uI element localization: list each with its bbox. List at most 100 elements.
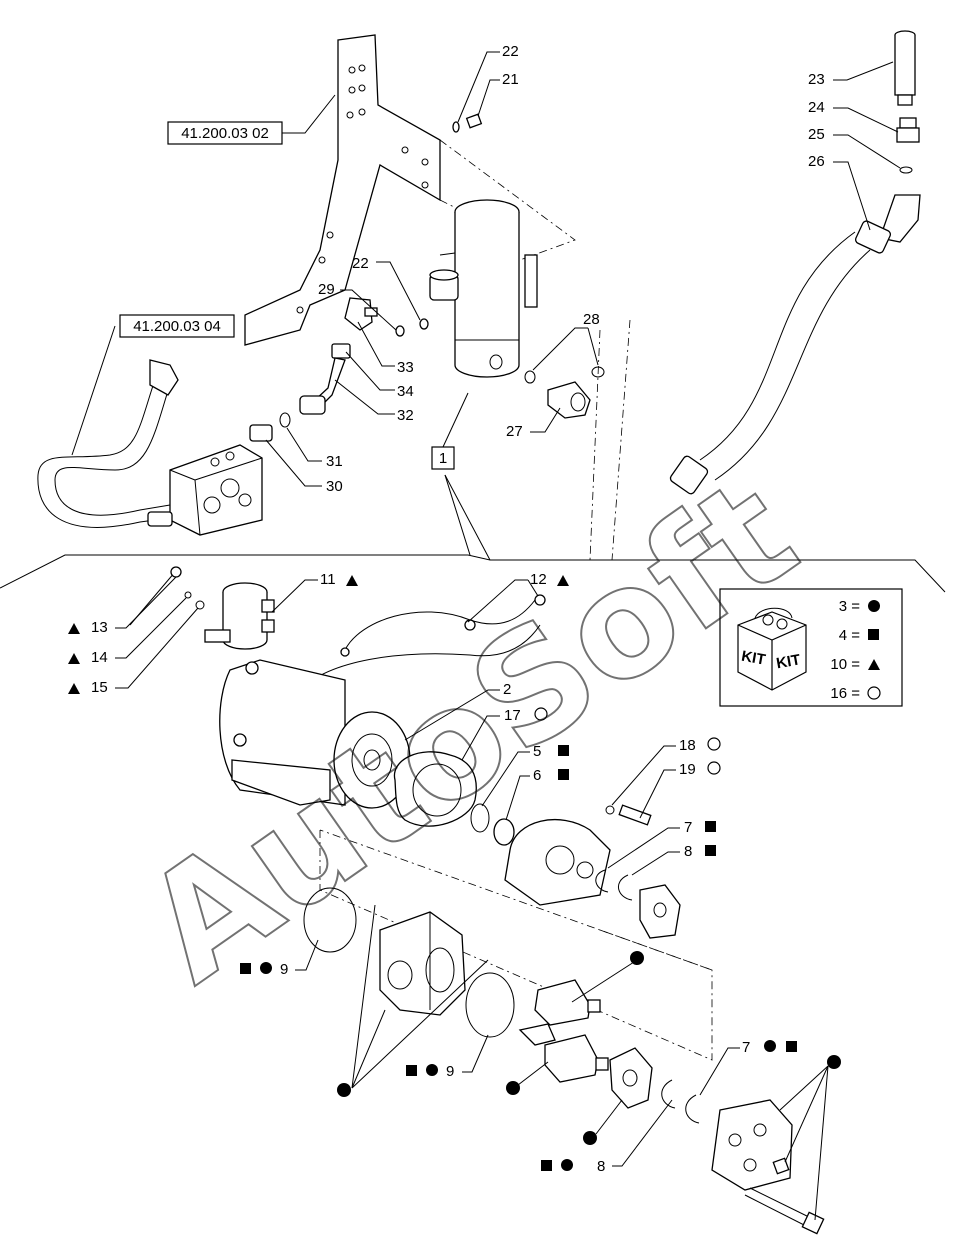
label-5: 5 (533, 743, 541, 760)
snap-ring-5 (470, 803, 490, 833)
elbow-fitting-29 (344, 297, 378, 331)
square-symbol (558, 745, 569, 756)
square-symbol (406, 1065, 417, 1076)
label-6: 6 (533, 767, 541, 784)
label-2: 2 (503, 681, 511, 698)
ref-label: 41.200.03 04 (133, 318, 221, 335)
washer-22b (419, 318, 429, 330)
ref-box-41-200-03-04: 41.200.03 04 (71, 314, 235, 456)
bolt-19 (618, 804, 652, 826)
triangle-symbol (868, 659, 880, 670)
kit-word-left: KIT (740, 648, 767, 669)
kit-row-text: 3 = (839, 598, 861, 615)
square-symbol (868, 629, 879, 640)
starter-solenoid-11 (204, 582, 275, 650)
washer-plate (772, 1157, 790, 1175)
square-symbol (541, 1160, 552, 1171)
pipe-32 (299, 343, 351, 415)
label-29: 29 (318, 281, 335, 298)
ref-box-1: 1 (431, 392, 469, 470)
hydraulic-accumulator (429, 199, 538, 378)
label-8-bottom: 8 (597, 1158, 605, 1175)
circle-symbol (868, 600, 880, 612)
circle-open-symbol (534, 707, 548, 721)
label-8-top: 8 (684, 843, 692, 860)
pump-rear-cover (711, 1099, 793, 1191)
label-11: 11 (320, 571, 336, 588)
drive-gear-upper (534, 979, 601, 1026)
seal-8b (661, 1079, 676, 1109)
cable-12 (299, 594, 546, 691)
label-7-bottom: 7 (742, 1039, 750, 1056)
label-28: 28 (583, 311, 600, 328)
valve-block (169, 444, 263, 536)
label-21: 21 (502, 71, 519, 88)
label-9-left: 9 (280, 961, 288, 978)
label-12: 12 (530, 571, 547, 588)
circle-open-symbol (707, 761, 721, 775)
mounting-bracket (244, 34, 441, 346)
elbow-fitting-27 (547, 381, 591, 419)
washer-18 (605, 805, 615, 815)
nut-15 (195, 600, 205, 610)
gasket-17 (393, 751, 477, 827)
hose-26 (669, 194, 921, 495)
label-32: 32 (397, 407, 414, 424)
kit-box-icon: KIT KIT (737, 607, 807, 691)
label-27: 27 (506, 423, 523, 440)
kit-row-text: 16 = (830, 685, 860, 702)
square-symbol (786, 1041, 797, 1052)
label-9-right: 9 (446, 1063, 454, 1080)
label-17: 17 (504, 707, 521, 724)
drive-gear-shaft (518, 1023, 609, 1083)
square-symbol (705, 845, 716, 856)
washer-14 (184, 591, 192, 599)
label-18: 18 (679, 737, 696, 754)
hydraulic-hose-left (37, 359, 179, 528)
circle-symbol (426, 1064, 438, 1076)
washer-22 (395, 325, 405, 337)
label-25: 25 (808, 126, 825, 143)
long-bolt (744, 1187, 825, 1235)
seal-7a (595, 869, 609, 893)
triangle-symbol (557, 575, 569, 586)
kit-legend: KIT KIT 3 = 4 = 10 = 16 = (719, 588, 903, 707)
label-7-top: 7 (684, 819, 692, 836)
pump-cover-front (504, 818, 611, 906)
seal-7b (685, 1094, 700, 1124)
ref-label: 41.200.03 02 (181, 125, 269, 142)
label-33: 33 (397, 359, 414, 376)
bearing-block (639, 884, 681, 939)
label-31: 31 (326, 453, 343, 470)
label-14: 14 (91, 649, 108, 666)
adapter-30 (249, 424, 273, 442)
pump-housing (379, 911, 466, 1016)
ref-label: 1 (439, 450, 447, 467)
electric-motor-2 (219, 659, 411, 809)
circle-symbol (583, 1131, 597, 1145)
circle-symbol (561, 1159, 573, 1171)
o-ring-9a (303, 887, 357, 953)
kit-row-text: 10 = (830, 656, 860, 673)
circle-symbol (827, 1055, 841, 1069)
o-ring-28b (591, 366, 605, 378)
square-symbol (705, 821, 716, 832)
label-26: 26 (808, 153, 825, 170)
o-ring-9b (465, 972, 515, 1038)
kit-row-text: 4 = (839, 627, 861, 644)
triangle-symbol (68, 653, 80, 664)
circle-symbol (764, 1040, 776, 1052)
square-symbol (558, 769, 569, 780)
circle-symbol (260, 962, 272, 974)
seal-8a (618, 874, 633, 901)
label-30: 30 (326, 478, 343, 495)
bolt-21 (452, 113, 483, 133)
label-24: 24 (808, 99, 825, 116)
o-ring-28a (524, 370, 536, 384)
circle-symbol (337, 1083, 351, 1097)
label-23: 23 (808, 71, 825, 88)
dust-cap-23 (894, 30, 916, 106)
triangle-symbol (68, 623, 80, 634)
label-15: 15 (91, 679, 108, 696)
